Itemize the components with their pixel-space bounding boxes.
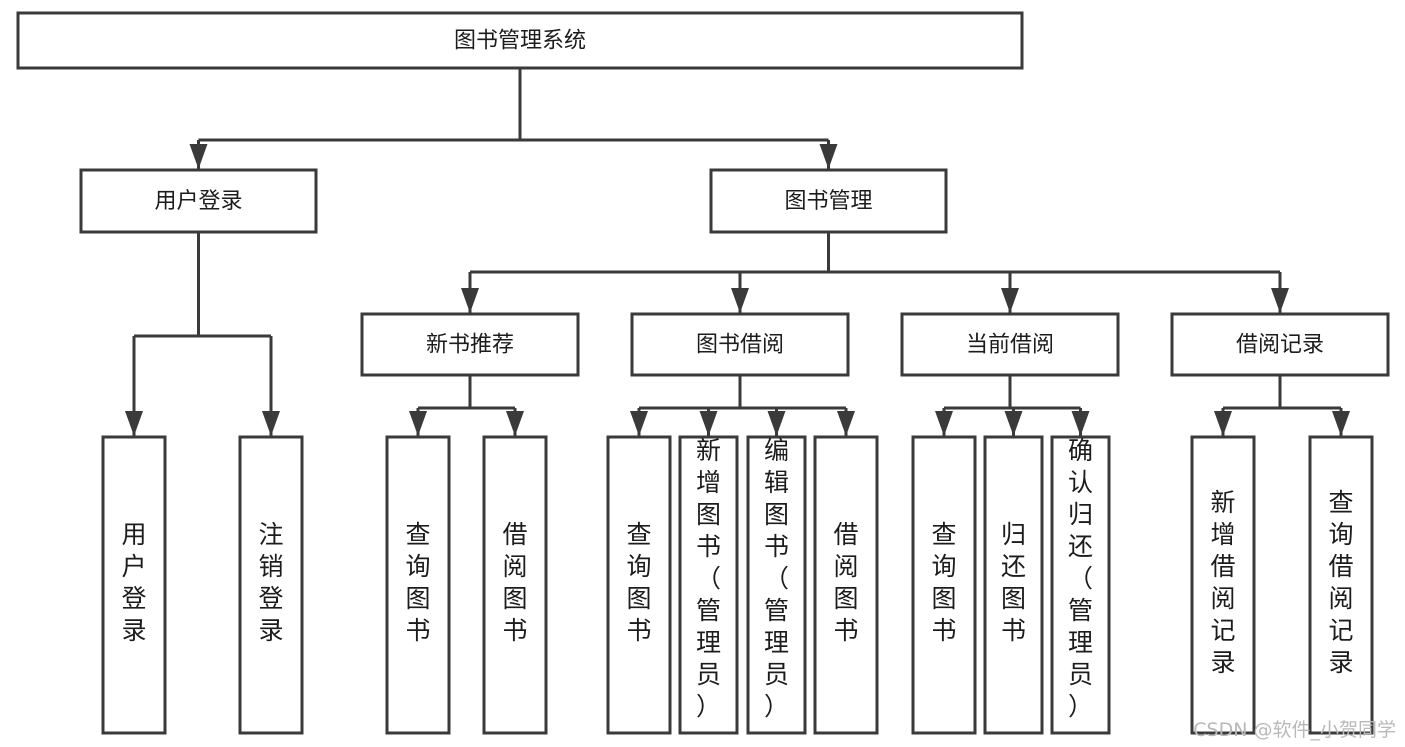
node-label-注销登录: 注销登录 <box>258 520 283 645</box>
node-label-归还图书: 归还图书 <box>1001 520 1026 645</box>
node-label-当前借阅: 当前借阅 <box>966 333 1054 358</box>
level2-node-1[interactable]: 图书管理 <box>709 168 948 234</box>
node-label-确认归还-管理员: 确认归还（管理员） <box>1068 436 1093 721</box>
node-rect <box>911 435 977 735</box>
connectors-layer <box>125 68 1350 436</box>
level3-node-3[interactable]: 借阅记录 <box>1170 312 1390 377</box>
boxes-layer: 图书管理系统用户登录图书管理新书推荐图书借阅当前借阅借阅记录用户登录注销登录查询… <box>16 11 1390 735</box>
node-rect <box>482 435 548 735</box>
connector-arrowhead-3 <box>1271 288 1289 313</box>
node-rect <box>983 435 1044 735</box>
node-rect <box>813 435 879 735</box>
connector-arrowhead-0 <box>125 411 143 436</box>
level2-node-0[interactable]: 用户登录 <box>79 168 318 234</box>
node-rect <box>746 435 807 735</box>
node-rect <box>238 435 304 735</box>
node-rect <box>79 168 318 234</box>
connector-arrowhead-0 <box>461 288 479 313</box>
connector-arrowhead-1 <box>1004 411 1023 436</box>
csdn-watermark: CSDN @软件_小贺同学 <box>1193 719 1396 741</box>
node-label-图书管理: 图书管理 <box>784 189 872 214</box>
leaf-node-8[interactable]: 查询图书 <box>911 435 977 735</box>
node-rect <box>678 435 739 735</box>
node-label-查询图书: 查询图书 <box>626 520 651 645</box>
node-rect <box>1308 435 1374 735</box>
connector-arrowhead-1 <box>699 411 718 436</box>
node-rect <box>1190 435 1256 735</box>
leaf-node-3[interactable]: 借阅图书 <box>482 435 548 735</box>
leaf-node-10[interactable]: 确认归还（管理员） <box>1050 435 1111 735</box>
level3-node-0[interactable]: 新书推荐 <box>360 312 580 377</box>
node-label-编辑图书-管理员: 编辑图书（管理员） <box>764 436 789 721</box>
connector-arrowhead-0 <box>630 411 648 436</box>
leaf-node-9[interactable]: 归还图书 <box>983 435 1044 735</box>
node-rect <box>16 11 1024 70</box>
root-node[interactable]: 图书管理系统 <box>16 11 1024 70</box>
connector-arrowhead-2 <box>1001 288 1019 313</box>
connector-arrowhead-0 <box>935 411 953 436</box>
node-label-新增借阅记录: 新增借阅记录 <box>1210 488 1235 677</box>
connector-arrowhead-2 <box>767 411 786 436</box>
leaf-node-6[interactable]: 编辑图书（管理员） <box>746 435 807 735</box>
leaf-node-4[interactable]: 查询图书 <box>606 435 672 735</box>
leaf-node-2[interactable]: 查询图书 <box>385 435 451 735</box>
node-rect <box>709 168 948 234</box>
level3-node-2[interactable]: 当前借阅 <box>900 312 1120 377</box>
connector-arrowhead-1 <box>262 411 280 436</box>
leaf-node-5[interactable]: 新增图书（管理员） <box>678 435 739 735</box>
connector-arrowhead-1 <box>1332 411 1350 436</box>
node-label-用户登录: 用户登录 <box>154 189 242 214</box>
leaf-node-11[interactable]: 新增借阅记录 <box>1190 435 1256 735</box>
leaf-node-7[interactable]: 借阅图书 <box>813 435 879 735</box>
node-label-借阅图书: 借阅图书 <box>833 520 858 645</box>
node-label-新书推荐: 新书推荐 <box>426 333 514 358</box>
connector-arrowhead-2 <box>1071 411 1090 436</box>
node-rect <box>360 312 580 377</box>
node-rect <box>606 435 672 735</box>
connector-arrowhead-1 <box>731 288 749 313</box>
node-label-新增图书-管理员: 新增图书（管理员） <box>696 436 721 721</box>
connector-arrowhead-3 <box>837 411 855 436</box>
node-label-图书管理系统: 图书管理系统 <box>454 29 586 54</box>
node-label-查询图书: 查询图书 <box>405 520 430 645</box>
leaf-node-0[interactable]: 用户登录 <box>101 435 167 735</box>
node-label-借阅记录: 借阅记录 <box>1236 333 1324 358</box>
node-rect <box>385 435 451 735</box>
node-label-图书借阅: 图书借阅 <box>696 333 784 358</box>
node-rect <box>900 312 1120 377</box>
leaf-node-1[interactable]: 注销登录 <box>238 435 304 735</box>
node-rect <box>630 312 850 377</box>
node-label-借阅图书: 借阅图书 <box>502 520 527 645</box>
connector-arrowhead-1 <box>819 144 838 169</box>
level3-node-1[interactable]: 图书借阅 <box>630 312 850 377</box>
connector-arrowhead-0 <box>409 411 427 436</box>
node-rect <box>1050 435 1111 735</box>
node-rect <box>101 435 167 735</box>
node-label-查询借阅记录: 查询借阅记录 <box>1328 488 1353 677</box>
connector-arrowhead-0 <box>1214 411 1232 436</box>
connector-arrowhead-0 <box>189 144 208 169</box>
node-label-查询图书: 查询图书 <box>931 520 956 645</box>
leaf-node-12[interactable]: 查询借阅记录 <box>1308 435 1374 735</box>
node-label-用户登录: 用户登录 <box>121 520 146 645</box>
node-rect <box>1170 312 1390 377</box>
connector-arrowhead-1 <box>506 411 524 436</box>
